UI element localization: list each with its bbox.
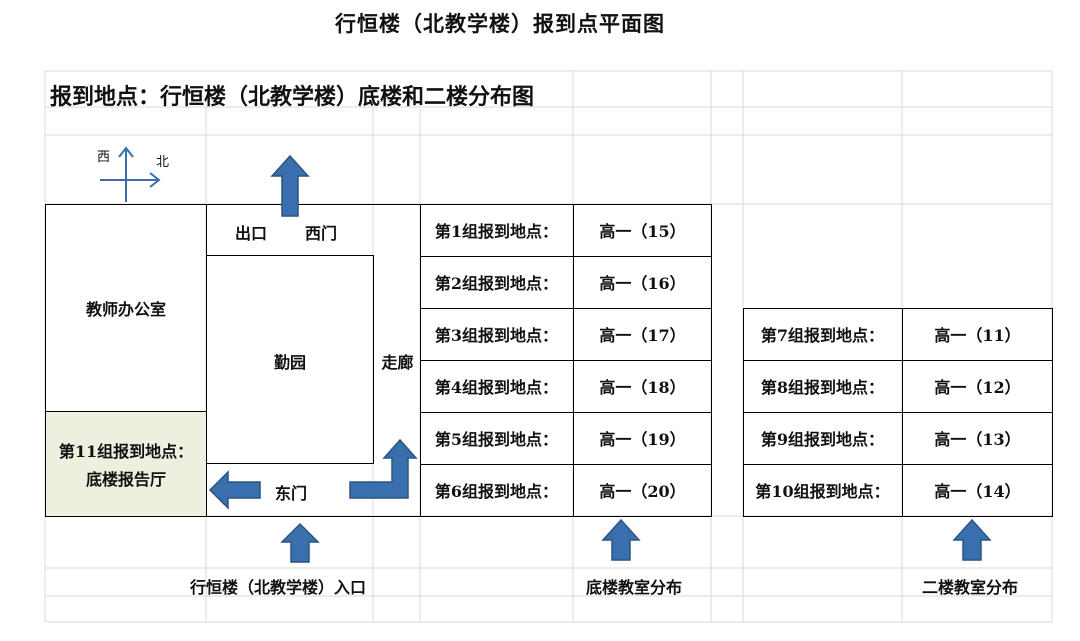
table-cell-divider [573, 360, 574, 413]
table-cell-divider [573, 256, 574, 309]
entrance-label: 行恒楼（北教学楼）入口 [190, 578, 367, 597]
group-label: 第5组报到地点： [434, 430, 559, 449]
table-cell-divider [902, 360, 903, 413]
table-cell-divider [573, 412, 574, 465]
group-label: 第2组报到地点： [434, 274, 559, 293]
group-label: 第7组报到地点： [760, 326, 885, 345]
table-cell-divider [573, 464, 574, 517]
group-label: 第4组报到地点： [434, 378, 559, 397]
qinyuan-label: 勤园 [273, 353, 306, 372]
lecture-hall-line2: 底楼报告厅 [85, 470, 166, 489]
group-label: 第3组报到地点： [434, 326, 559, 345]
teachers-office-label: 教师办公室 [85, 300, 166, 319]
entrance-arrow-icon [280, 522, 320, 563]
table-cell-divider [902, 464, 903, 517]
second-floor-arrow-icon [952, 518, 992, 561]
corridor-turn-arrow-icon [349, 438, 418, 499]
plan-subtitle: 报到地点：行恒楼（北教学楼）底楼和二楼分布图 [50, 84, 535, 110]
west-exit-arrow-icon [270, 154, 310, 217]
corridor-label: 走廊 [381, 353, 414, 372]
table-cell-divider [573, 204, 574, 257]
ground-floor-arrow-icon [601, 518, 641, 561]
group-label: 第10组报到地点： [755, 482, 890, 501]
qinyuan-courtyard [206, 255, 374, 464]
group-label: 第6组报到地点： [434, 482, 559, 501]
compass-icon [100, 146, 161, 202]
classroom-label: 高一（16） [599, 274, 686, 293]
classroom-label: 高一（11） [934, 326, 1021, 345]
second-floor-label: 二楼教室分布 [922, 578, 1019, 597]
table-cell-divider [902, 412, 903, 465]
classroom-label: 高一（20） [599, 482, 686, 501]
west-gate-label: 西门 [304, 224, 337, 243]
classroom-label: 高一（14） [934, 482, 1021, 501]
classroom-label: 高一（13） [934, 430, 1021, 449]
compass-west-label: 西 [97, 150, 111, 165]
page-title: 行恒楼（北教学楼）报到点平面图 [335, 11, 665, 36]
table-cell-divider [902, 308, 903, 361]
lecture-hall-room [45, 411, 207, 517]
table-cell-divider [573, 308, 574, 361]
classroom-label: 高一（18） [599, 378, 686, 397]
classroom-label: 高一（19） [599, 430, 686, 449]
classroom-label: 高一（17） [599, 326, 686, 345]
east-gate-arrow-icon [208, 470, 261, 510]
table-row [743, 464, 1053, 517]
table-row [420, 464, 712, 517]
ground-floor-label: 底楼教室分布 [586, 578, 683, 597]
east-gate-label: 东门 [274, 484, 307, 503]
group-label: 第1组报到地点： [434, 222, 559, 241]
compass-north-label: 北 [156, 155, 170, 170]
group-label: 第8组报到地点： [760, 378, 885, 397]
classroom-label: 高一（15） [599, 222, 686, 241]
lecture-hall-line1: 第11组报到地点： [58, 442, 194, 461]
exit-label: 出口 [234, 224, 267, 243]
classroom-label: 高一（12） [934, 378, 1021, 397]
group-label: 第9组报到地点： [760, 430, 885, 449]
